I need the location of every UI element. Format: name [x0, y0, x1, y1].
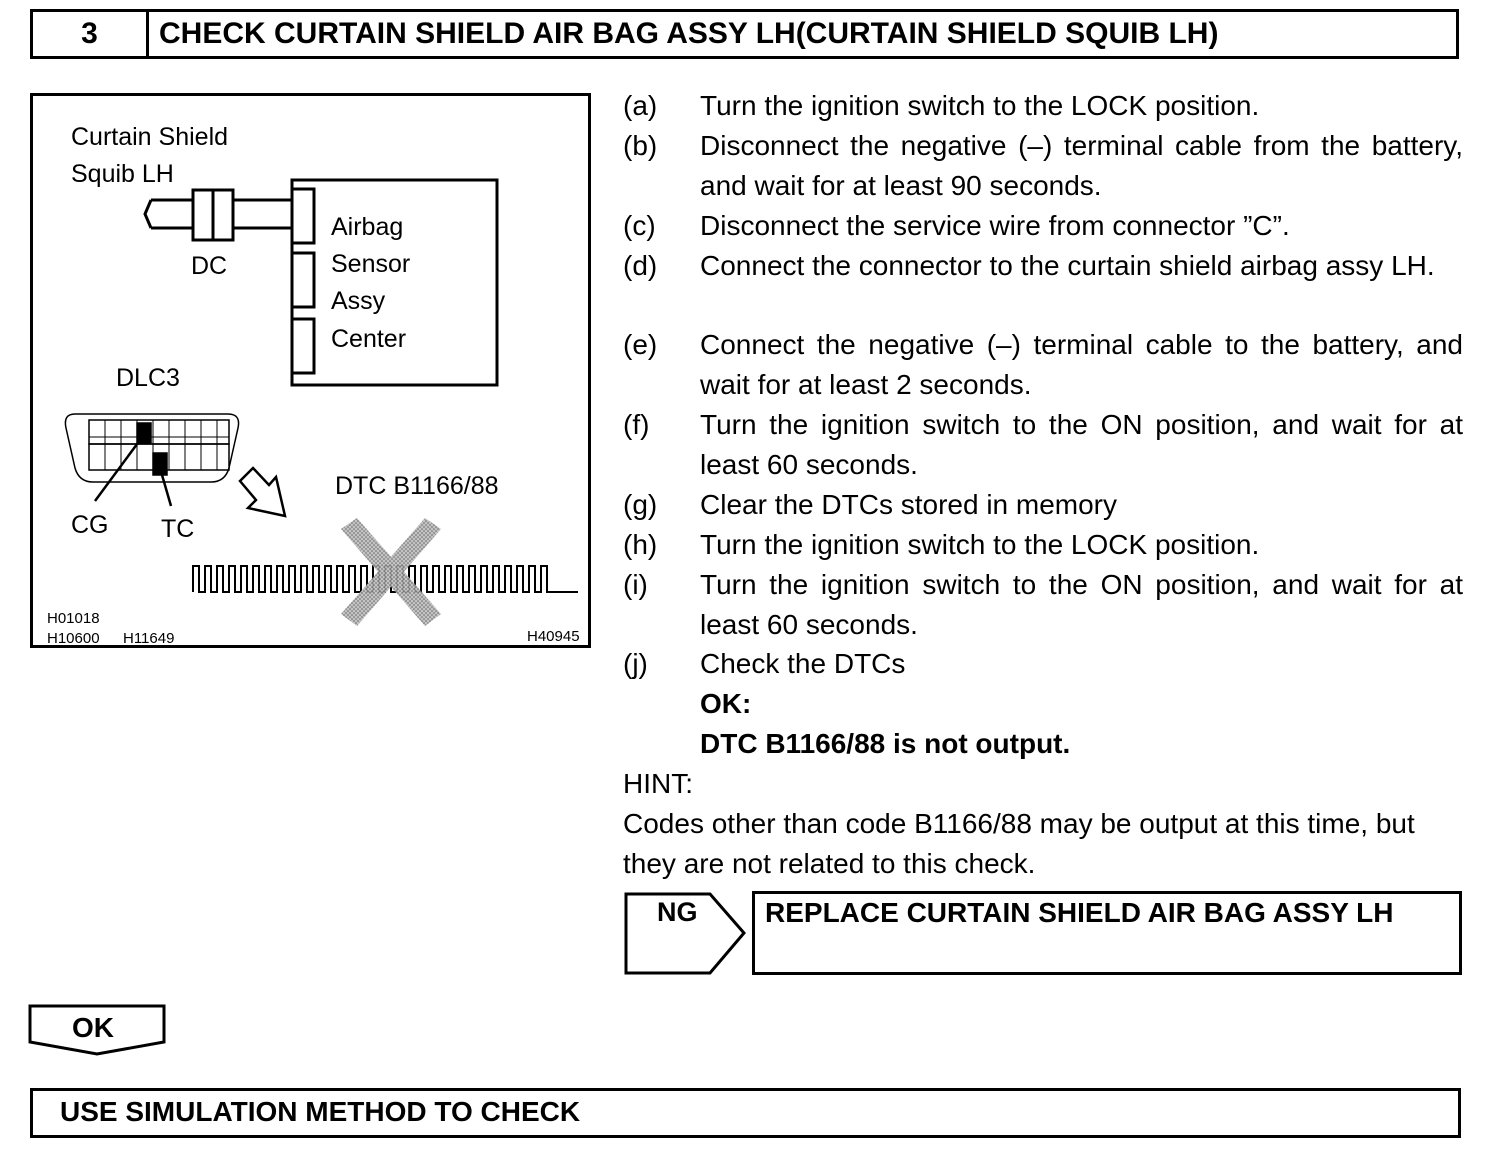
wiring-diagram: Curtain Shield Squib LH DC Airbag Sensor… [47, 123, 580, 647]
step-text-f: Turn the ignition switch to the ON posit… [700, 409, 1463, 480]
next-step-text: USE SIMULATION METHOD TO CHECK [60, 1096, 581, 1127]
dlc3-connector [64, 413, 240, 507]
ng-result-action: REPLACE CURTAIN SHIELD AIR BAG ASSY LH [765, 897, 1394, 928]
dlc3-label: DLC3 [116, 364, 180, 392]
ecu-label-line2: Sensor [331, 250, 410, 278]
ecu-label-line4: Center [331, 325, 406, 353]
next-step-box [30, 1088, 1461, 1138]
hint-label: HINT: [623, 768, 693, 799]
step-text-a: Turn the ignition switch to the LOCK pos… [700, 90, 1260, 121]
squib-label-line1: Curtain Shield [71, 123, 228, 151]
step-letter-e: (e) [623, 329, 658, 360]
step-text-g: Clear the DTCs stored in memory [700, 489, 1118, 520]
ecu-label-line1: Airbag [331, 213, 403, 241]
hint-line-2: they are not related to this check. [623, 848, 1036, 879]
airbag-sensor-ecu [290, 178, 499, 387]
squib-connector [143, 188, 291, 242]
step-letter-j: (j) [623, 648, 648, 679]
step-text-j: Check the DTCs [700, 648, 906, 679]
step-letter-c: (c) [623, 210, 656, 241]
step-header: 3 CHECK CURTAIN SHIELD AIR BAG ASSY LH(C… [30, 9, 1459, 59]
step-letter-h: (h) [623, 529, 658, 560]
step-text-i: Turn the ignition switch to the ON posit… [700, 569, 1463, 640]
hint-line-1: Codes other than code B1166/88 may be ou… [623, 808, 1415, 839]
figure-code-1: H01018 [47, 610, 100, 627]
step-text-b: Disconnect the negative (–) terminal cab… [700, 130, 1463, 201]
ng-tag-shape [624, 892, 746, 975]
step-text-d: Connect the connector to the curtain shi… [700, 250, 1435, 281]
dc-connector-label: DC [191, 252, 227, 280]
ng-tag-label: NG [657, 897, 698, 927]
step-text-h: Turn the ignition switch to the LOCK pos… [700, 529, 1260, 560]
figure-code-4: H40945 [527, 628, 580, 645]
tc-terminal-label: TC [161, 515, 194, 543]
step-text-e: Connect the negative (–) terminal cable … [700, 329, 1463, 400]
down-right-arrow-icon [238, 466, 287, 518]
ng-result-box [752, 891, 1462, 975]
ok-criteria-text: DTC B1166/88 is not output. [700, 728, 1071, 759]
step-letter-b: (b) [623, 130, 658, 161]
dtc-label: DTC B1166/88 [335, 472, 499, 500]
cg-terminal-label: CG [71, 511, 109, 539]
ok-tag-shape [28, 1004, 166, 1056]
figure-code-3: H11649 [123, 630, 174, 647]
wiring-figure: Curtain Shield Squib LH DC Airbag Sensor… [30, 93, 591, 648]
step-letter-a: (a) [623, 90, 658, 121]
ok-criteria-label: OK: [700, 688, 752, 719]
step-letter-i: (i) [623, 569, 648, 600]
ecu-label-line3: Assy [331, 287, 386, 315]
figure-code-2: H10600 [47, 630, 100, 647]
step-letter-d: (d) [623, 250, 658, 281]
invalid-cross-icon [341, 518, 441, 626]
step-title: CHECK CURTAIN SHIELD AIR BAG ASSY LH(CUR… [159, 17, 1219, 50]
ok-tag-label: OK [72, 1012, 114, 1043]
step-number: 3 [33, 12, 149, 56]
step-text-c: Disconnect the service wire from connect… [700, 210, 1290, 241]
squib-label-line2: Squib LH [71, 160, 174, 188]
step-letter-f: (f) [623, 409, 650, 440]
step-letter-g: (g) [623, 489, 658, 520]
